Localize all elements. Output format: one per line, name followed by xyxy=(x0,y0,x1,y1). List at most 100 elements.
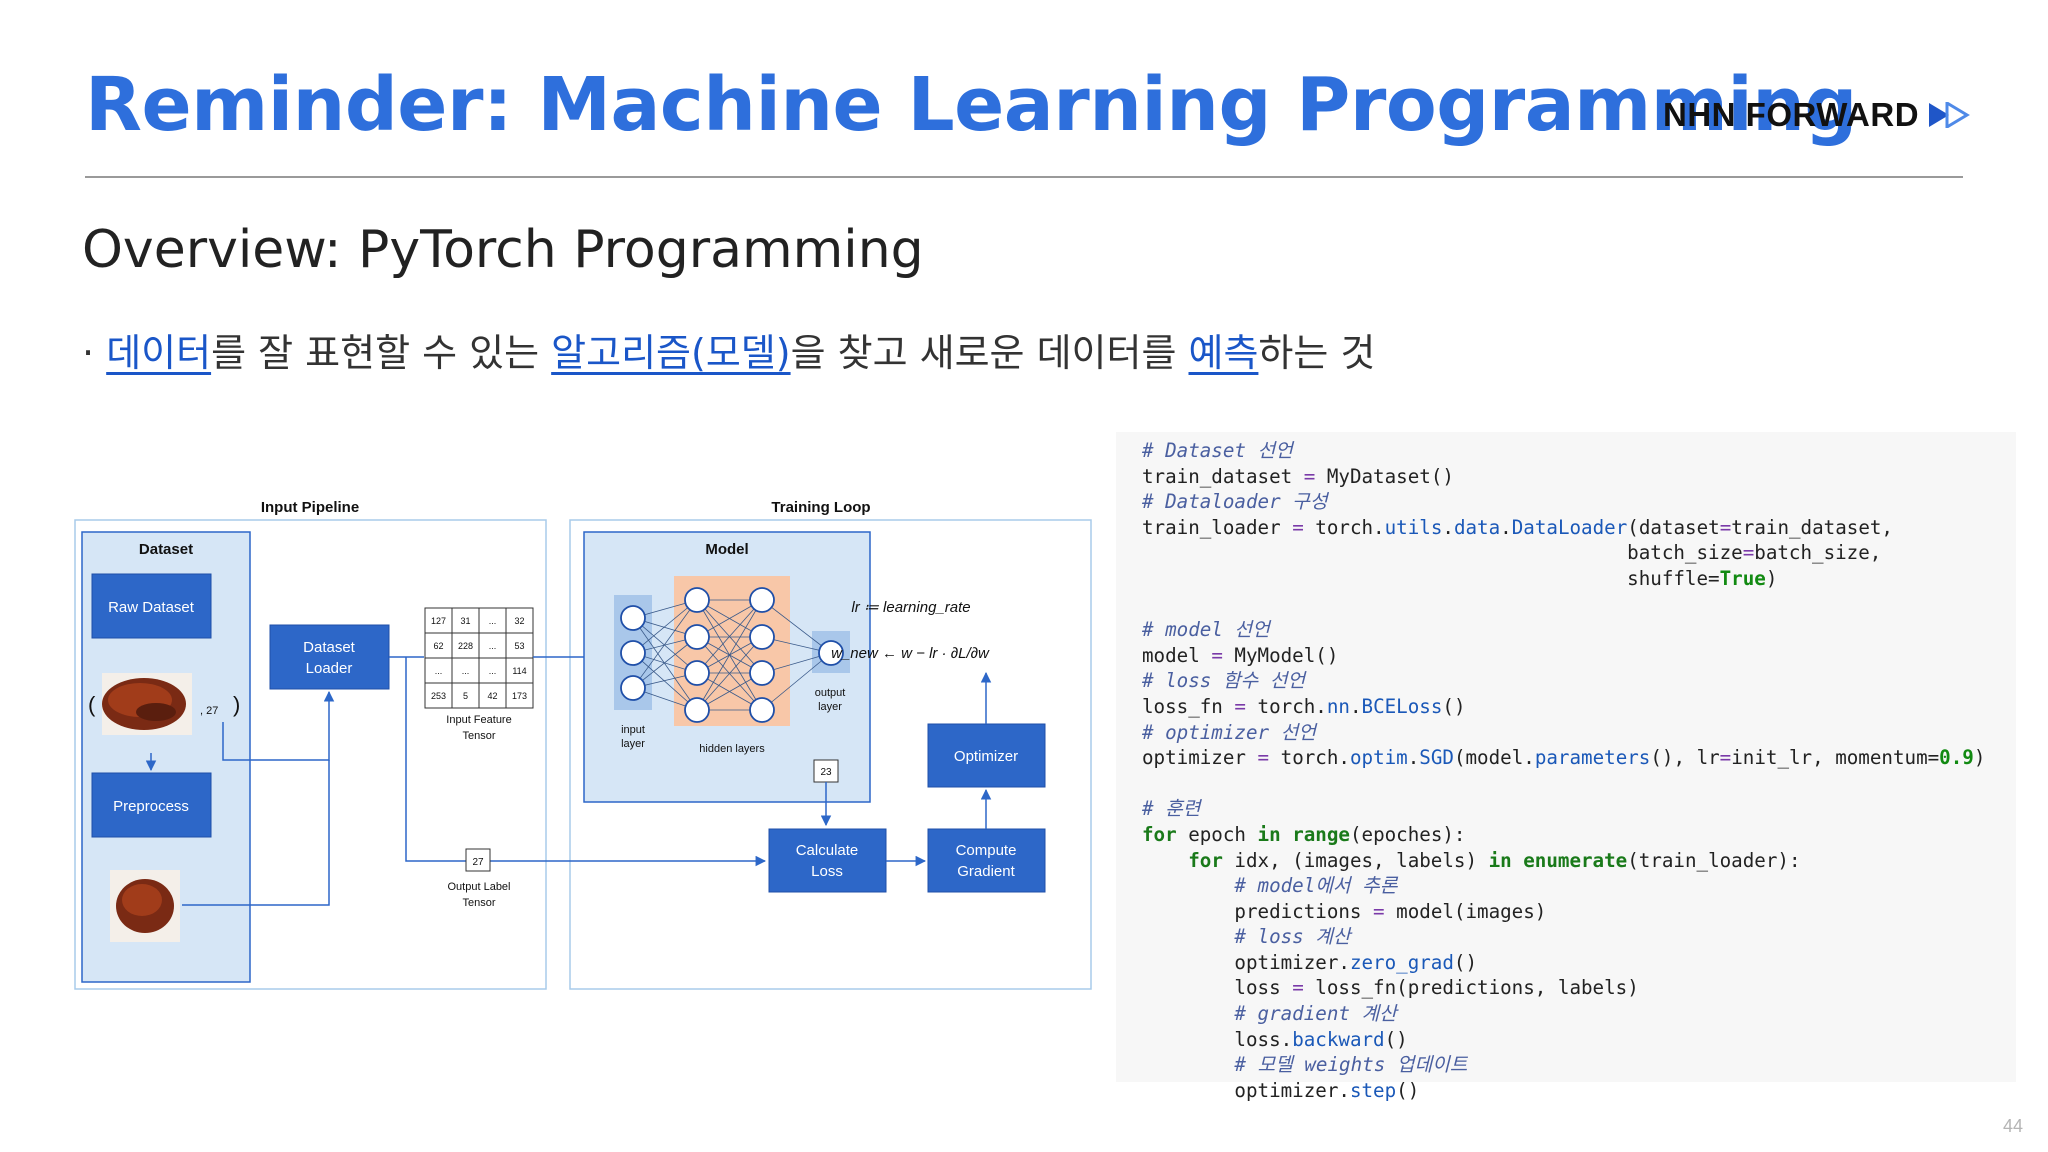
output-label-text-2: Tensor xyxy=(462,897,495,909)
forward-arrows-icon xyxy=(1929,102,1970,128)
calculate-loss-box xyxy=(768,828,887,893)
training-loop-title: Training Loop xyxy=(771,499,870,516)
tensor-cell-value: 62 xyxy=(433,641,443,651)
preprocessed-image xyxy=(110,870,180,942)
brand-name: NHN FORWARD xyxy=(1663,96,1920,133)
tensor-cell-value: 53 xyxy=(514,641,524,651)
bullet-link[interactable]: 데이터 xyxy=(106,331,212,375)
bullet-point: · 데이터를 잘 표현할 수 있는 알고리즘(모델)을 찾고 새로운 데이터를 … xyxy=(82,322,1375,377)
nn-node xyxy=(749,624,775,650)
preprocess-label: Preprocess xyxy=(113,798,189,815)
tuple-close-paren: ) xyxy=(233,692,240,717)
output-layer-label-1: output xyxy=(815,687,846,699)
nn-node xyxy=(684,587,710,613)
input-pipeline-panel xyxy=(74,519,547,990)
input-pipeline-title: Input Pipeline xyxy=(261,499,359,516)
output-label-cell xyxy=(465,848,491,872)
nn-node xyxy=(684,624,710,650)
dataset-loader-line1: Dataset xyxy=(303,639,356,656)
tensor-cell-value: 31 xyxy=(460,616,470,626)
tensor-cell-value: 228 xyxy=(458,641,473,651)
nn-connection xyxy=(761,599,832,654)
tuple-open-paren: ( xyxy=(88,692,96,717)
compute-gradient-line2: Gradient xyxy=(957,863,1015,880)
learning-rate-formula: lr ≔ learning_rate xyxy=(851,599,970,616)
nn-connection xyxy=(632,599,698,689)
dataset-label: Dataset xyxy=(139,541,193,558)
tensor-cell-value: ... xyxy=(489,666,497,676)
preprocess-box xyxy=(91,772,212,838)
raw-dataset-label: Raw Dataset xyxy=(108,599,195,616)
weight-update-formula: w_new ← w − lr · ∂L/∂w xyxy=(831,645,990,662)
bullet-link[interactable]: 예측 xyxy=(1188,331,1259,375)
optimizer-label: Optimizer xyxy=(954,748,1018,765)
page-number: 44 xyxy=(2003,1116,2024,1136)
nn-node xyxy=(620,605,646,631)
title-divider xyxy=(85,176,1963,178)
slide-title: Reminder: Machine Learning Programming xyxy=(85,62,1857,148)
output-label-text-1: Output Label xyxy=(448,881,511,893)
brand-logo: NHN FORWARD xyxy=(1663,96,1973,134)
code-block: # Dataset 선언 train_dataset = MyDataset()… xyxy=(1142,439,1986,1102)
tensor-cell-value: 114 xyxy=(512,666,526,676)
calculate-loss-line2: Loss xyxy=(811,863,843,880)
nn-connection xyxy=(761,652,832,711)
tensor-cell-value: ... xyxy=(489,616,497,626)
nn-connection xyxy=(632,617,698,711)
tensor-cell xyxy=(451,632,480,659)
calculate-loss-line1: Calculate xyxy=(796,842,859,859)
nn-connection xyxy=(696,636,763,711)
nn-node xyxy=(620,640,646,666)
output-layer-label-2: layer xyxy=(818,701,842,713)
input-feature-label-2: Tensor xyxy=(462,730,495,742)
model-label: Model xyxy=(705,541,748,558)
tensor-cell-value: 127 xyxy=(431,616,446,626)
neural-network-graph xyxy=(620,587,844,723)
tensor-cell-value: 5 xyxy=(463,691,468,701)
hidden-layers-label: hidden layers xyxy=(699,743,765,755)
input-feature-label-1: Input Feature xyxy=(446,714,511,726)
tensor-cell xyxy=(505,657,534,684)
tensor-cell-value: 32 xyxy=(514,616,524,626)
bullet-marker: · xyxy=(82,331,95,375)
bullet-text: 를 잘 표현할 수 있는 xyxy=(211,331,552,375)
tensor-cell-value: ... xyxy=(462,666,470,676)
nn-node xyxy=(620,675,646,701)
dataset-loader-line2: Loader xyxy=(306,660,353,677)
nn-node xyxy=(684,660,710,686)
tensor-cell xyxy=(424,607,453,634)
code-panel: # Dataset 선언 train_dataset = MyDataset()… xyxy=(1116,432,2016,1102)
slide-subtitle: Overview: PyTorch Programming xyxy=(82,220,924,280)
compute-gradient-box xyxy=(927,828,1046,893)
tensor-cell xyxy=(478,682,507,709)
ribs-image xyxy=(102,673,192,735)
prediction-value: 23 xyxy=(820,767,832,778)
input-feature-tensor-grid: 127 31... 32 62 228... 53......... 114 253 5 42 17… xyxy=(424,607,534,709)
output-label-value: 27 xyxy=(472,857,484,868)
tensor-cell-value: 42 xyxy=(487,691,497,701)
raw-dataset-box xyxy=(91,573,212,639)
input-layer-label-1: input xyxy=(621,724,645,736)
nn-node xyxy=(684,697,710,723)
nn-node xyxy=(749,697,775,723)
bullet-link[interactable]: 알고리즘(모델) xyxy=(551,331,791,375)
input-layer-label-2: layer xyxy=(621,738,645,750)
nn-connection xyxy=(632,636,698,689)
training-loop-panel xyxy=(569,519,1092,990)
tensor-cell xyxy=(424,657,453,684)
nn-node xyxy=(749,660,775,686)
optimizer-box xyxy=(927,723,1046,788)
tensor-cell xyxy=(478,657,507,684)
dataset-loader-box xyxy=(269,624,390,690)
tensor-cell-value: ... xyxy=(435,666,443,676)
tensor-cell xyxy=(451,682,480,709)
nn-node xyxy=(749,587,775,613)
tensor-cell-value: ... xyxy=(489,641,497,651)
tensor-cell-value: 253 xyxy=(431,691,446,701)
bullet-text: 을 찾고 새로운 데이터를 xyxy=(790,331,1189,375)
bullet-text: 하는 것 xyxy=(1258,331,1376,375)
nn-connection xyxy=(696,599,763,711)
tensor-cell-value: 173 xyxy=(512,691,527,701)
nn-connection xyxy=(696,599,763,674)
nn-connection xyxy=(632,599,698,654)
